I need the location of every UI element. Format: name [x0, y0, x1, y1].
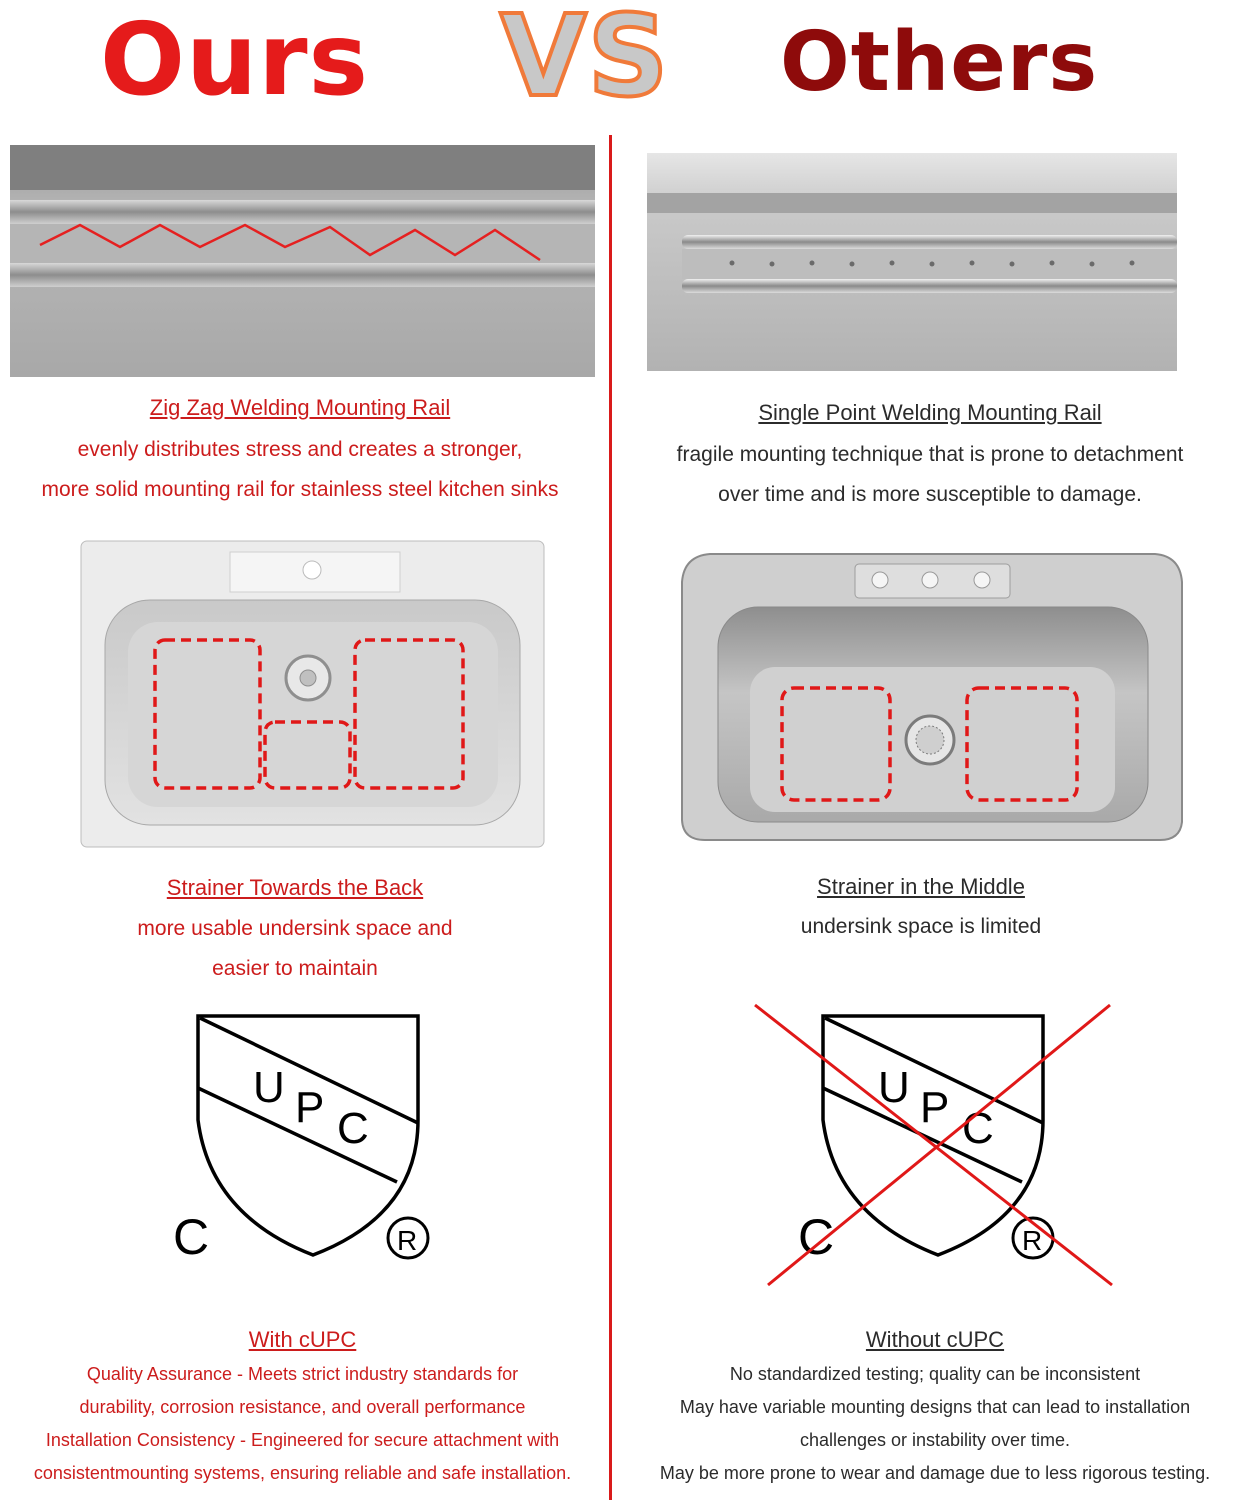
strainer-back-line-1: more usable undersink space and [137, 917, 453, 940]
zigzag-rail-line-2: more solid mounting rail for stainless s… [41, 478, 559, 501]
zigzag-rail-line-1: evenly distributes stress and creates a … [77, 438, 523, 461]
with-cupc-heading: With cUPC [248, 1327, 357, 1352]
sink-strainer-back-image [80, 540, 545, 848]
strainer-back-heading: Strainer Towards the Back [166, 875, 424, 900]
strainer-middle-line-1: undersink space is limited [800, 915, 1042, 938]
single-point-rail-description: fragile mounting technique that is prone… [615, 435, 1245, 515]
strainer-middle-heading: Strainer in the Middle [817, 874, 1025, 899]
single-point-rail-heading: Single Point Welding Mounting Rail [758, 400, 1102, 425]
without-cupc-line-1: No standardized testing; quality can be … [729, 1364, 1141, 1384]
crossed-cupc-logo: U P C C R [750, 1000, 1120, 1290]
single-point-rail-photo [647, 153, 1177, 371]
others-title: Others [780, 15, 1099, 110]
logo-letter-c: C [337, 1104, 369, 1153]
cross-line-2 [767, 1003, 1111, 1287]
strainer-back-line-2: easier to maintain [212, 957, 378, 980]
ours-title: Ours [100, 1, 370, 118]
svg-text:R: R [1022, 1225, 1042, 1256]
without-cupc-line-4: May be more prone to wear and damage due… [659, 1463, 1211, 1483]
logo-letter-c-outer: C [173, 1209, 209, 1265]
without-cupc-description: No standardized testing; quality can be … [615, 1358, 1250, 1490]
svg-text:P: P [920, 1083, 949, 1132]
sink-strainer-middle-image [680, 552, 1185, 842]
zigzag-rail-description: evenly distributes stress and creates a … [0, 430, 600, 510]
vs-title: VS [498, 0, 670, 124]
logo-letter-p: P [295, 1083, 324, 1132]
with-cupc-line-1: Quality Assurance - Meets strict industr… [86, 1364, 519, 1384]
single-point-rail-line-2: over time and is more susceptible to dam… [718, 483, 1142, 506]
zigzag-rail-heading: Zig Zag Welding Mounting Rail [149, 395, 451, 420]
registered-mark: R [397, 1225, 417, 1256]
strainer-middle-description: undersink space is limited [615, 907, 1227, 947]
cross-line-1 [754, 1003, 1113, 1287]
single-point-rail-line-1: fragile mounting technique that is prone… [676, 443, 1184, 466]
with-cupc-description: Quality Assurance - Meets strict industr… [0, 1358, 605, 1490]
strainer-back-description: more usable undersink space and easier t… [0, 909, 590, 989]
cupc-logo: U P C C R [165, 1010, 445, 1270]
zigzag-rail-photo [10, 145, 595, 377]
with-cupc-line-3: Installation Consistency - Engineered fo… [45, 1430, 560, 1450]
without-cupc-line-3: challenges or instability over time. [799, 1430, 1071, 1450]
logo-letter-u: U [253, 1063, 285, 1112]
with-cupc-line-4: consistentmounting systems, ensuring rel… [33, 1463, 572, 1483]
without-cupc-heading: Without cUPC [865, 1327, 1005, 1352]
with-cupc-line-2: durability, corrosion resistance, and ov… [79, 1397, 526, 1417]
without-cupc-line-2: May have variable mounting designs that … [679, 1397, 1191, 1417]
center-divider [609, 135, 612, 1500]
